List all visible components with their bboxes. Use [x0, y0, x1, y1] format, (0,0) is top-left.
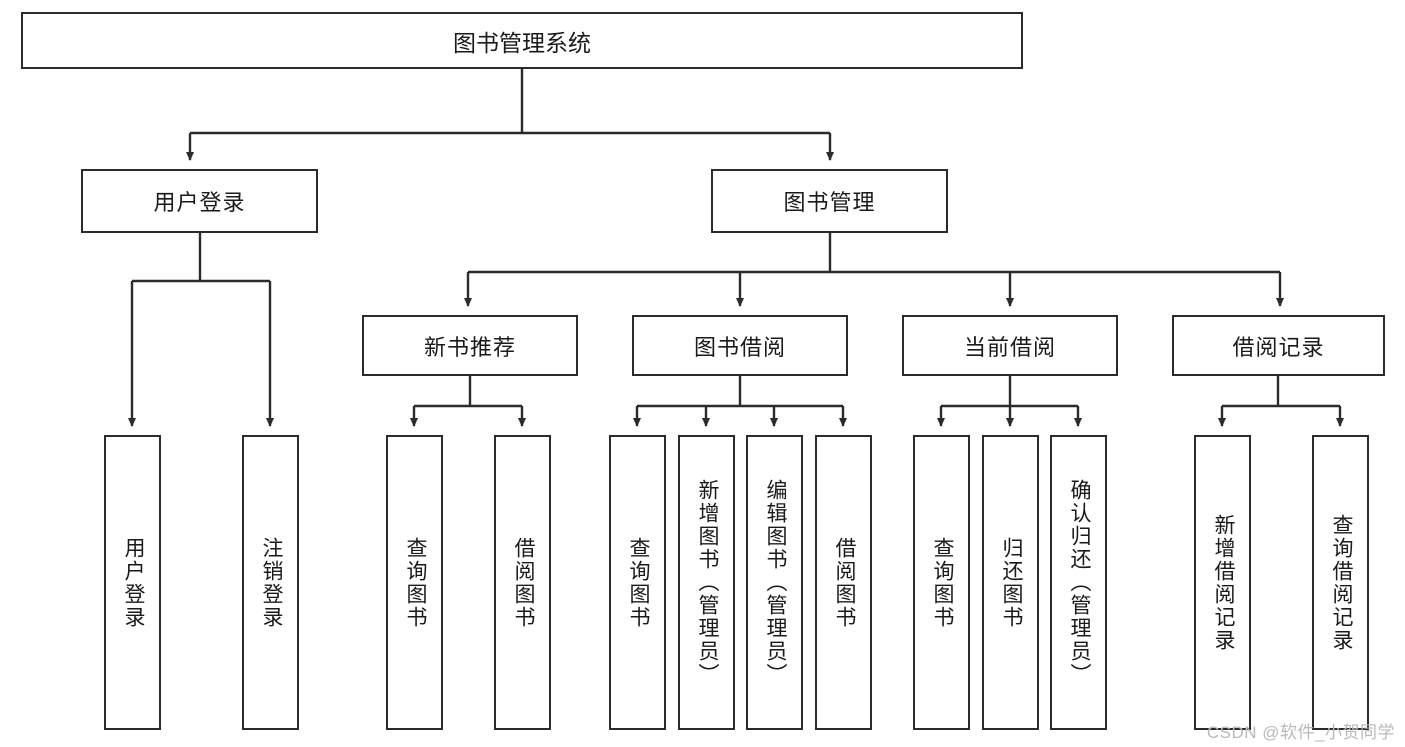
node-root-label: 图书管理系统 [453, 29, 591, 56]
leaf-confirm-return-admin[interactable]: 确认归还（管理员） [1050, 435, 1107, 730]
node-current-borrow[interactable]: 当前借阅 [902, 315, 1118, 376]
node-borrow-records[interactable]: 借阅记录 [1172, 315, 1385, 376]
leaf-confirm-return-admin-label: 确认归还（管理员） [1067, 479, 1091, 686]
leaf-logout[interactable]: 注销登录 [242, 435, 299, 730]
leaf-borrow-book-label: 借阅图书 [832, 536, 856, 629]
watermark: CSDN @软件_小贺同学 [1206, 723, 1395, 742]
node-new-book-recommend-label: 新书推荐 [423, 334, 516, 360]
leaf-query-book-current[interactable]: 查询图书 [913, 435, 970, 730]
node-new-book-recommend[interactable]: 新书推荐 [362, 315, 578, 376]
leaf-edit-book-admin[interactable]: 编辑图书（管理员） [746, 435, 803, 730]
leaf-add-book-admin-label: 新增图书（管理员） [695, 479, 719, 686]
node-book-management-label: 图书管理 [783, 190, 876, 215]
node-user-login[interactable]: 用户登录 [81, 169, 318, 233]
leaf-add-borrow-record[interactable]: 新增借阅记录 [1194, 435, 1251, 730]
leaf-user-login[interactable]: 用户登录 [104, 435, 161, 730]
leaf-user-login-label: 用户登录 [121, 536, 145, 629]
leaf-query-book-borrow[interactable]: 查询图书 [609, 435, 666, 730]
leaf-query-book-recommend[interactable]: 查询图书 [386, 435, 443, 730]
leaf-add-borrow-record-label: 新增借阅记录 [1211, 513, 1235, 652]
leaf-query-book-borrow-label: 查询图书 [626, 536, 650, 629]
node-book-borrow-label: 图书借阅 [693, 334, 786, 360]
leaf-query-borrow-record-label: 查询借阅记录 [1329, 513, 1353, 652]
leaf-edit-book-admin-label: 编辑图书（管理员） [763, 479, 787, 686]
leaf-borrow-book-recommend-label: 借阅图书 [511, 536, 535, 629]
leaf-borrow-book[interactable]: 借阅图书 [815, 435, 872, 730]
leaf-return-book[interactable]: 归还图书 [982, 435, 1039, 730]
node-root[interactable]: 图书管理系统 [21, 12, 1023, 69]
leaf-return-book-label: 归还图书 [999, 536, 1023, 629]
leaf-query-book-current-label: 查询图书 [930, 536, 954, 629]
leaf-logout-label: 注销登录 [259, 536, 283, 629]
leaf-query-borrow-record[interactable]: 查询借阅记录 [1312, 435, 1369, 730]
node-borrow-records-label: 借阅记录 [1232, 334, 1325, 360]
leaf-query-book-recommend-label: 查询图书 [403, 536, 427, 629]
leaf-borrow-book-recommend[interactable]: 借阅图书 [494, 435, 551, 730]
node-book-borrow[interactable]: 图书借阅 [632, 315, 848, 376]
node-book-management[interactable]: 图书管理 [711, 169, 948, 233]
leaf-add-book-admin[interactable]: 新增图书（管理员） [678, 435, 735, 730]
node-current-borrow-label: 当前借阅 [963, 334, 1056, 360]
node-user-login-label: 用户登录 [153, 190, 246, 215]
